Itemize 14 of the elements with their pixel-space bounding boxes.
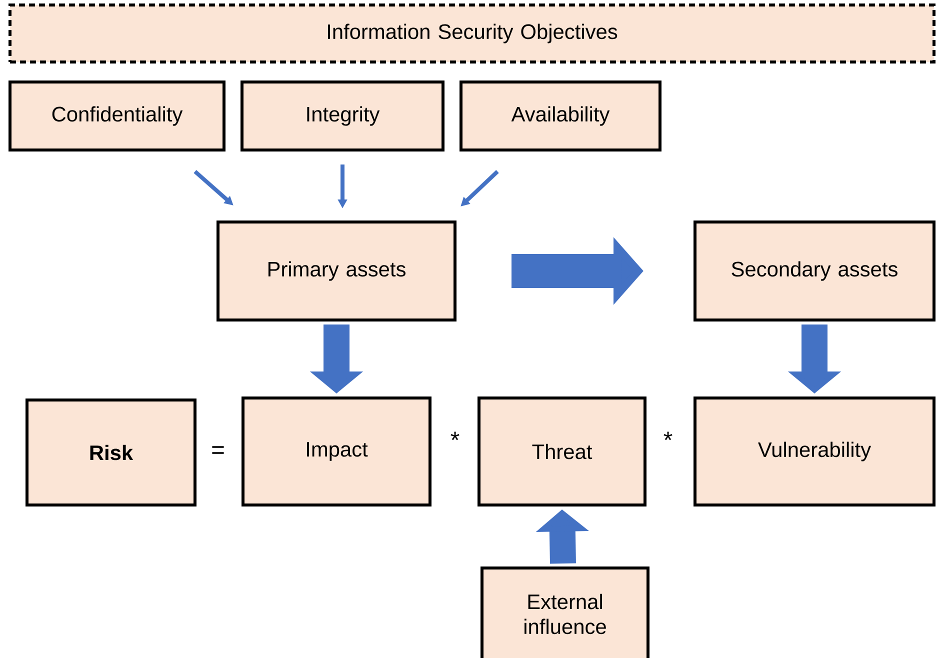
process-box: Confidentiality [8,80,226,152]
process-box: Integrity [240,80,444,152]
operator-sign: * [664,432,672,440]
process-box: Threat [478,396,646,506]
process-box: Impact [242,396,432,506]
process-box: Vulnerability [694,396,936,506]
process-box: Risk [26,398,196,506]
process-box: Availability [460,80,662,152]
process-box: External influence [480,566,650,658]
process-box: Secondary assets [694,220,936,322]
process-box: Information Security Objectives [8,4,936,64]
operator-sign: = [212,446,224,454]
operator-sign: * [450,432,460,440]
process-box: Primary assets [216,220,456,322]
